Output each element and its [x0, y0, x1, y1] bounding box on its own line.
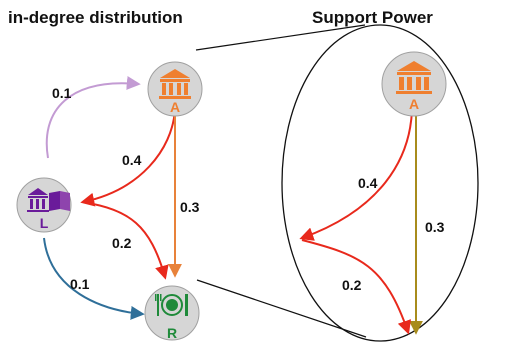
node-R-label: R [167, 325, 177, 341]
title-support-power: Support Power [312, 8, 433, 27]
zoom-connector-bottom [196, 279, 367, 338]
zoom-weight-A-left: 0.4 [358, 175, 378, 191]
museum-icon [396, 61, 432, 94]
weight-A-R: 0.3 [180, 199, 200, 215]
edge-L-to-R-blue [43, 237, 145, 320]
museum-icon [159, 69, 191, 99]
node-L-label: L [40, 215, 49, 231]
weight-L-A: 0.1 [52, 85, 72, 101]
weight-L-R-blue: 0.1 [70, 276, 90, 292]
node-A-label: A [170, 99, 180, 115]
edge-A-to-L [80, 109, 176, 207]
zoom-connector-top [195, 24, 366, 51]
zoom-ellipse [281, 24, 479, 342]
node-A-zoomed: A [381, 51, 447, 117]
node-A: A [147, 61, 203, 117]
library-icon [27, 188, 70, 212]
node-A-zoomed-label: A [409, 96, 419, 112]
zoom-edge-left-down [301, 239, 411, 335]
edge-L-to-A [45, 76, 141, 159]
weight-A-L: 0.4 [122, 152, 142, 168]
zoom-edge-A-left [299, 109, 413, 241]
zoom-weight-left-down: 0.2 [342, 277, 362, 293]
edge-L-to-R-red [82, 201, 169, 280]
node-R: R [144, 285, 200, 341]
node-L: L [16, 177, 72, 233]
zoom-weight-A-down: 0.3 [425, 219, 445, 235]
restaurant-icon [155, 294, 188, 316]
title-in-degree: in-degree distribution [8, 8, 183, 27]
weight-L-R-red: 0.2 [112, 235, 132, 251]
